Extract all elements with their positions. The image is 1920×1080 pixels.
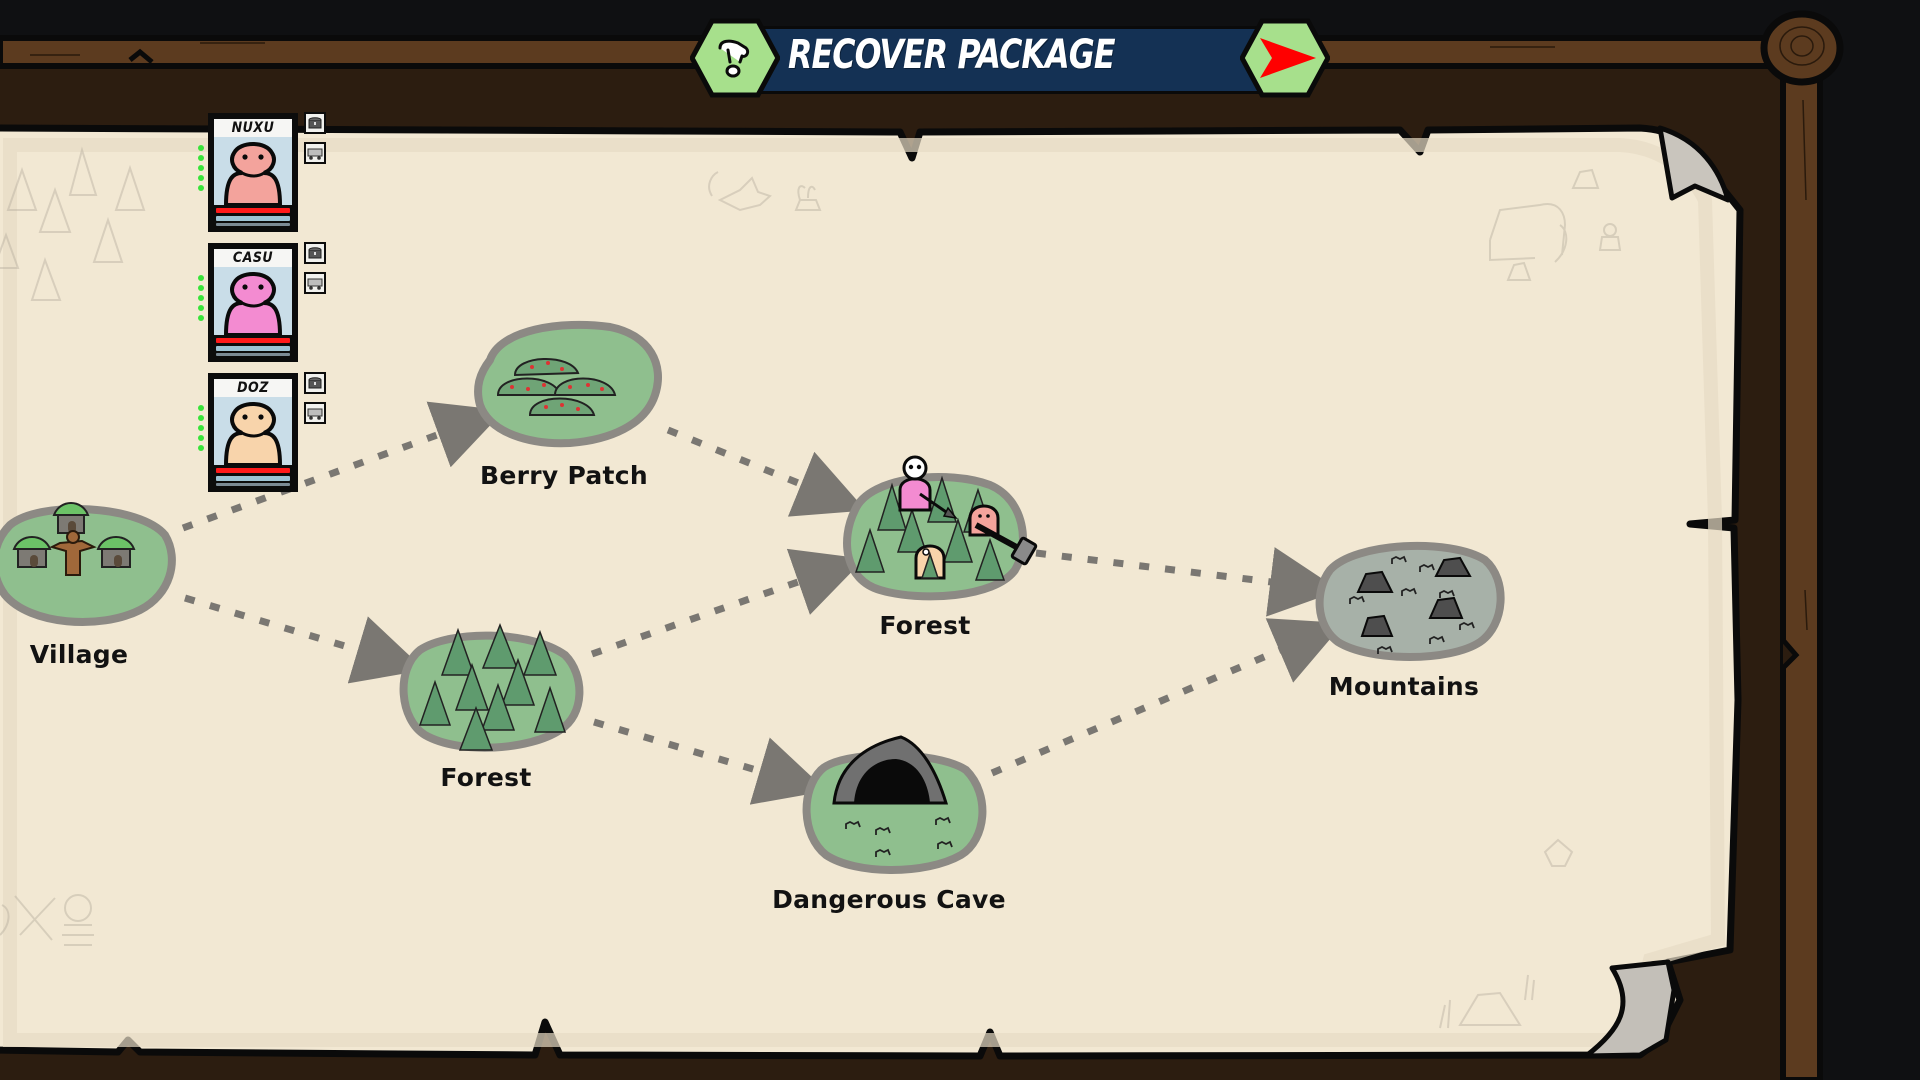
- cart-icon: [307, 148, 323, 160]
- quest-banner: RECOVER PACKAGE: [690, 18, 1330, 98]
- character-avatar: [223, 142, 283, 205]
- path-forest-lower-to-cave: [593, 718, 827, 805]
- map-node-berry-patch[interactable]: [470, 315, 665, 450]
- map-node-forest-current[interactable]: [830, 450, 1040, 610]
- path-village-to-berry-patch: [181, 401, 505, 532]
- equip-slot-cart[interactable]: [304, 272, 326, 294]
- node-label-mountains: Mountains: [1328, 672, 1480, 701]
- hut-icon: [96, 536, 136, 568]
- grass-tufts: [1349, 555, 1475, 654]
- cave-entrance-icon: [832, 735, 949, 805]
- hp-dots: [198, 405, 204, 455]
- equip-slot-chest[interactable]: [304, 112, 326, 134]
- path-forest-current-to-mountains: [1035, 547, 1340, 617]
- stamina-bar: [216, 216, 290, 221]
- red-arrow-right-icon: [1260, 38, 1316, 78]
- pine-tree-icon: [418, 622, 567, 751]
- party-member-card[interactable]: CASU: [198, 243, 298, 362]
- character-avatar: [223, 402, 283, 465]
- node-label-forest-lower: Forest: [440, 763, 532, 792]
- equip-slot-chest[interactable]: [304, 242, 326, 264]
- cart-icon: [307, 278, 323, 290]
- node-label-village: Village: [29, 640, 129, 669]
- rock-icon: [1356, 556, 1472, 637]
- hut-icon: [12, 536, 52, 568]
- chest-icon: [308, 247, 322, 259]
- node-label-berry-patch: Berry Patch: [479, 461, 649, 490]
- stamina-bar: [216, 476, 290, 481]
- xp-bar: [216, 353, 290, 356]
- map-node-forest-lower[interactable]: [390, 620, 590, 760]
- berry-bush-icon: [496, 358, 617, 416]
- character-avatar: [223, 272, 283, 335]
- go-button[interactable]: [1240, 18, 1330, 98]
- totem-icon: [49, 530, 97, 576]
- cart-icon: [307, 408, 323, 420]
- hut-icon: [52, 502, 90, 534]
- node-label-dangerous-cave: Dangerous Cave: [772, 885, 1006, 914]
- path-forest-lower-to-forest-current: [590, 548, 865, 658]
- map-node-mountains[interactable]: [1310, 530, 1510, 665]
- path-village-to-forest-lower: [183, 594, 425, 684]
- hand-drop-icon: [718, 39, 750, 78]
- tan-creature-icon: [914, 544, 946, 580]
- skull-masked-enemy-icon: [898, 455, 958, 520]
- equip-slot-cart[interactable]: [304, 142, 326, 164]
- map-node-village[interactable]: [0, 495, 190, 635]
- chest-icon: [308, 117, 322, 129]
- quest-icon-button[interactable]: [690, 18, 780, 98]
- party-member-name: CASU: [214, 249, 292, 267]
- path-cave-to-mountains: [990, 618, 1344, 777]
- quest-banner-bar: [760, 26, 1260, 94]
- party-member-name: NUXU: [214, 119, 292, 137]
- party-member-card[interactable]: DOZ: [198, 373, 298, 492]
- equip-slot-cart[interactable]: [304, 402, 326, 424]
- hp-dots: [198, 145, 204, 195]
- hammer-wielder-icon: [968, 504, 1038, 566]
- stamina-bar: [216, 346, 290, 351]
- equip-slot-chest[interactable]: [304, 372, 326, 394]
- path-berry-patch-to-forest-current: [666, 426, 866, 517]
- xp-bar: [216, 483, 290, 486]
- health-bar: [216, 468, 290, 473]
- map-paths: [181, 401, 1344, 805]
- chest-icon: [308, 377, 322, 389]
- health-bar: [216, 208, 290, 213]
- node-label-forest-current: Forest: [879, 611, 971, 640]
- hp-dots: [198, 275, 204, 325]
- frame-log-end: [1760, 10, 1844, 86]
- quest-title: RECOVER PACKAGE: [788, 32, 1115, 78]
- map-node-dangerous-cave[interactable]: [796, 725, 992, 875]
- health-bar: [216, 338, 290, 343]
- grass-tufts: [845, 816, 953, 857]
- faded-background-sketches: [0, 146, 1622, 1029]
- party-member-card[interactable]: NUXU: [198, 113, 298, 232]
- party-member-name: DOZ: [214, 379, 292, 397]
- xp-bar: [216, 223, 290, 226]
